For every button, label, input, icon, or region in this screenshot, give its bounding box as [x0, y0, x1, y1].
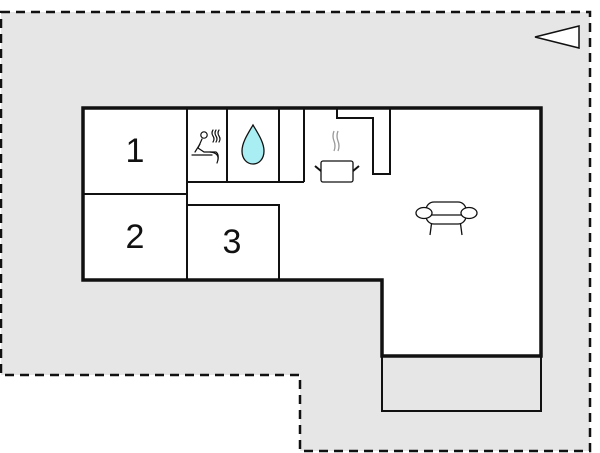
room-3[interactable]: 3 [223, 223, 242, 261]
sauna-icon [191, 129, 221, 164]
room-1[interactable]: 1 [126, 132, 145, 170]
house-footprint [83, 108, 541, 356]
room-2[interactable]: 2 [126, 218, 145, 256]
water-drop-icon [241, 123, 265, 165]
north-arrow-icon [534, 25, 580, 49]
room-1-label: 1 [126, 132, 145, 170]
room-2-label: 2 [126, 218, 145, 256]
exterior-walls [81, 106, 543, 358]
armchair-icon [415, 201, 478, 236]
interior-walls [83, 108, 391, 280]
cooking-pot-icon [314, 130, 360, 183]
room-3-label: 3 [223, 223, 242, 261]
terrace[interactable] [381, 355, 542, 412]
